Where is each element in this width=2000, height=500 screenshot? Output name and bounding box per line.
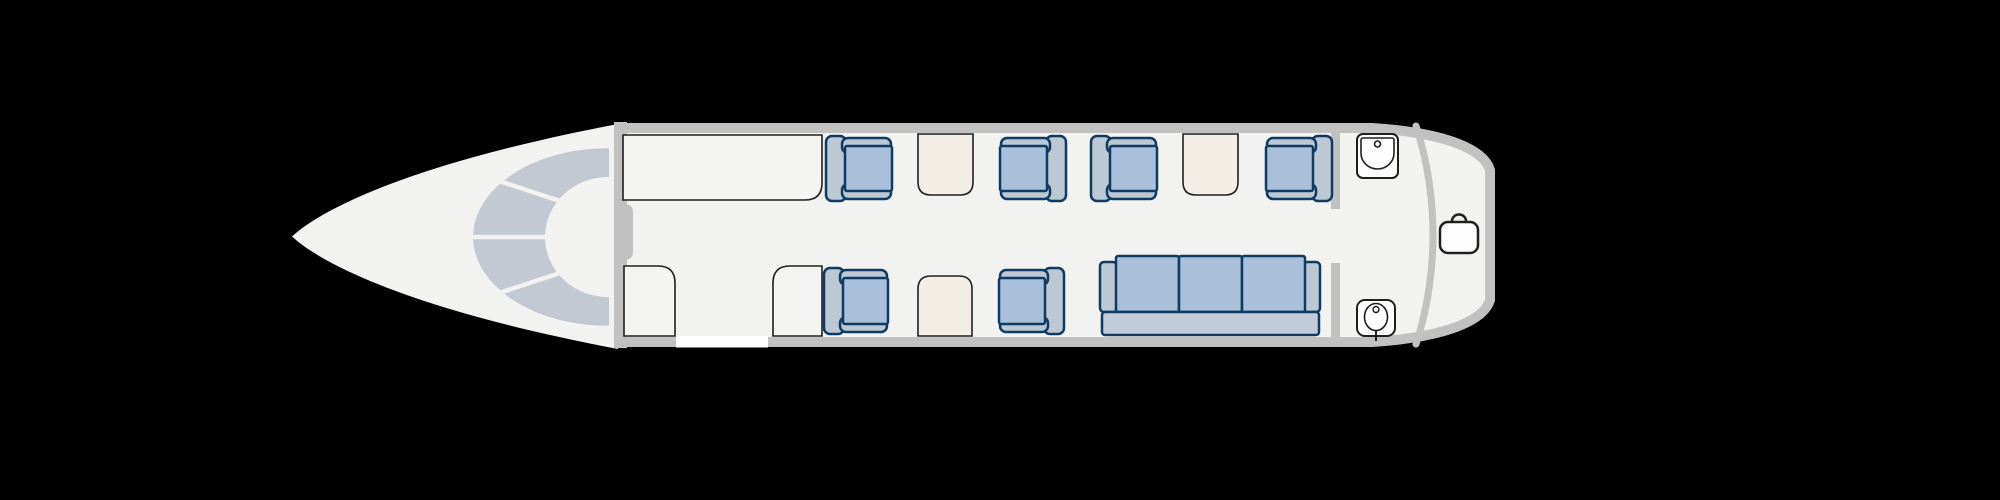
- seat-cushion: [998, 144, 1049, 193]
- club-seat-2-starboard: [997, 266, 1066, 336]
- baggage-bulkhead: [1412, 122, 1437, 348]
- suitcase-body: [1438, 220, 1480, 255]
- aft-partition-lower: [1331, 263, 1340, 343]
- table-forward-port: [917, 133, 974, 196]
- panel-segment-divider: [495, 269, 564, 297]
- cockpit-door-pocket: [616, 204, 633, 260]
- seat-cushion: [1108, 144, 1159, 193]
- divan-armrest: [1098, 260, 1119, 314]
- club-seat-1-port: [824, 134, 894, 203]
- seat-cushion: [841, 276, 890, 326]
- lavatory-toilet: [1356, 299, 1396, 341]
- divan-base: [1100, 310, 1321, 337]
- panel-segment-divider: [495, 177, 564, 205]
- club-seat-2-port: [998, 134, 1068, 203]
- entry-door-opening: [676, 336, 768, 348]
- baggage-suitcase: [1438, 213, 1480, 255]
- forward-closet-right: [772, 265, 823, 337]
- lavatory-sink: [1356, 133, 1399, 179]
- club-seat-3-port: [1089, 134, 1159, 203]
- club-seat-1-starboard: [822, 266, 890, 336]
- aft-partition-upper: [1331, 123, 1340, 209]
- suitcase-handle: [1450, 213, 1468, 224]
- cockpit-instrument-panel: [466, 148, 609, 326]
- seat-cushion: [1264, 144, 1315, 193]
- forward-galley-cabinet: [622, 134, 823, 201]
- sink-basin: [1360, 137, 1395, 170]
- seat-cushion: [997, 276, 1047, 326]
- divan-cushion: [1177, 254, 1244, 314]
- three-seat-divan: [1098, 254, 1322, 337]
- table-mid-port: [1182, 133, 1239, 196]
- toilet-valve: [1372, 305, 1380, 314]
- club-seat-4-port: [1264, 134, 1334, 203]
- divan-cushion: [1240, 254, 1307, 314]
- aft-partition: [1331, 123, 1340, 343]
- forward-closet-left: [623, 265, 676, 337]
- table-forward-starboard: [917, 275, 973, 337]
- sink-faucet: [1373, 140, 1382, 148]
- divan-cushion: [1114, 254, 1181, 314]
- seat-cushion: [843, 144, 894, 193]
